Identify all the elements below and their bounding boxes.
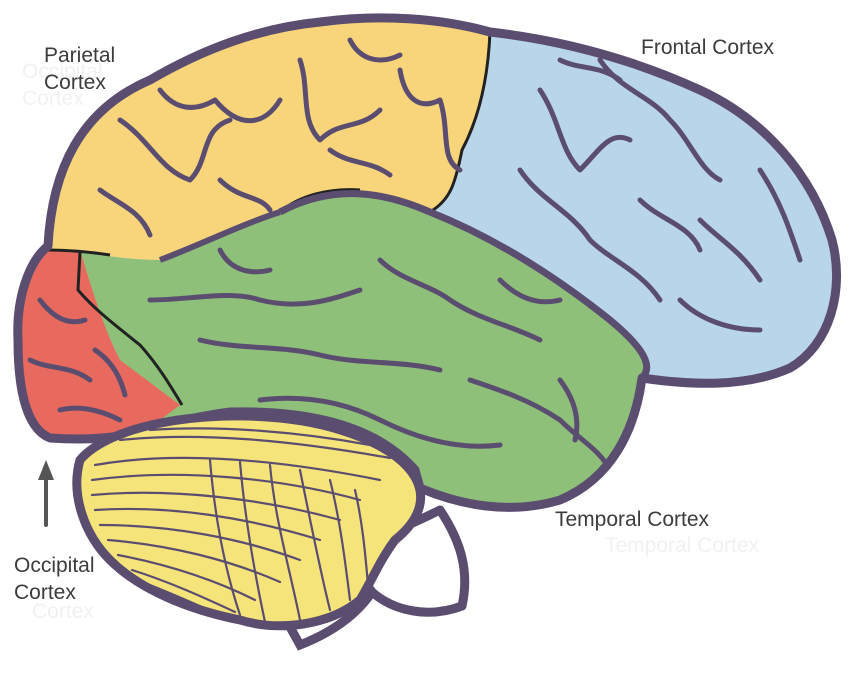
label-occipital-cortex: Occipital Cortex [14, 554, 95, 604]
occipital-lobe [17, 248, 180, 440]
label-temporal-cortex: Temporal Cortex [555, 508, 710, 531]
occipital-arrow [38, 460, 54, 527]
brain-stem-lower [280, 587, 377, 651]
temporal-lobe [48, 193, 647, 508]
label-frontal-cortex: Frontal Cortex [641, 36, 775, 59]
cerebellum [72, 411, 426, 631]
ghost-label-occipital-bottom: Cortex [32, 600, 94, 623]
ghost-label-temporal: Temporal Cortex [605, 534, 760, 557]
label-parietal-cortex: Parietal Cortex [44, 44, 116, 94]
